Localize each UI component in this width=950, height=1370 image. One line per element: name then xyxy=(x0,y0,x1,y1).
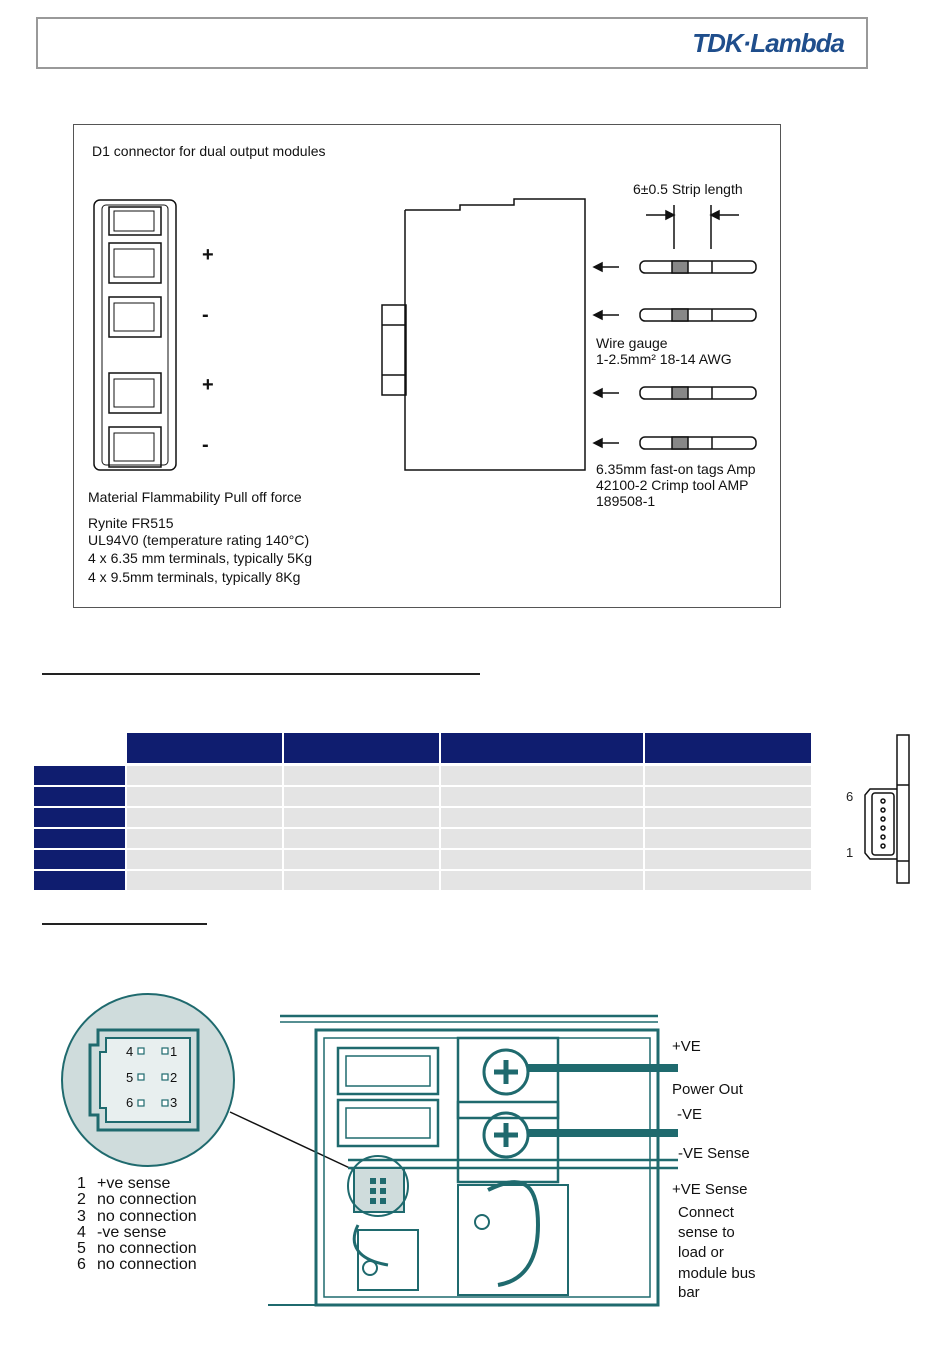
positive-sense-label: +VE Sense xyxy=(672,1181,748,1198)
table-header-cell xyxy=(284,733,439,763)
sense-note-line: sense to xyxy=(678,1224,735,1241)
table-row-header xyxy=(34,787,125,806)
molex-connector-drawing xyxy=(864,734,910,884)
remote-sense-drawing xyxy=(61,993,678,1307)
table-cell xyxy=(441,829,643,848)
table-cell xyxy=(127,766,282,785)
table-cell xyxy=(284,808,439,827)
sense-note-line: Connect xyxy=(678,1204,734,1221)
table-cell xyxy=(645,829,811,848)
table-row-header xyxy=(34,871,125,890)
sense-note-line: module bus xyxy=(678,1265,756,1282)
brand-logo: TDK·Lambda xyxy=(692,28,845,58)
table-cell xyxy=(284,787,439,806)
strip-length-label: 6±0.5 Strip length xyxy=(633,181,743,197)
polarity-label: + xyxy=(202,244,214,266)
material-heading: Material Flammability Pull off force xyxy=(88,489,302,505)
connector-pin-number: 1 xyxy=(170,1044,178,1059)
crimp-tool-part: 189508-1 xyxy=(596,493,656,509)
table-cell xyxy=(284,871,439,890)
section-heading-rule xyxy=(42,923,207,925)
table-header-cell xyxy=(645,733,811,763)
sense-note-line: bar xyxy=(678,1284,700,1301)
power-out-label: Power Out xyxy=(672,1081,743,1098)
pin-number: 3 xyxy=(77,1208,86,1225)
connector-figure: D1 connector for dual output modules + -… xyxy=(73,124,781,608)
table-cell xyxy=(645,871,811,890)
connector-drawing xyxy=(93,198,757,471)
table-cell xyxy=(441,808,643,827)
table-cell xyxy=(127,829,282,848)
pin-list-item: 5 no connection xyxy=(77,1240,197,1257)
wire-gauge-value: 1-2.5mm² 18-14 AWG xyxy=(596,351,732,367)
table-row-header xyxy=(34,829,125,848)
page-header: TDK·Lambda xyxy=(36,17,868,69)
pin-description: +ve sense xyxy=(97,1175,171,1192)
table-cell xyxy=(284,829,439,848)
table-cell xyxy=(441,871,643,890)
pin-number: 1 xyxy=(77,1175,86,1192)
table-cell xyxy=(645,808,811,827)
wire-gauge-label: Wire gauge xyxy=(596,335,668,351)
table-header-cell xyxy=(441,733,643,763)
pin-number: 6 xyxy=(77,1256,86,1273)
table-cell xyxy=(441,787,643,806)
table-cell xyxy=(284,850,439,869)
section-heading-rule xyxy=(42,673,480,675)
pin-list-item: 6 no connection xyxy=(77,1256,197,1273)
pin-list-item: 3 no connection xyxy=(77,1208,197,1225)
material-line: 4 x 9.5mm terminals, typically 8Kg xyxy=(88,569,301,585)
pin-list-item: 2 no connection xyxy=(77,1191,197,1208)
connector-pin-number: 2 xyxy=(170,1070,178,1085)
table-cell xyxy=(127,787,282,806)
pin-description: no connection xyxy=(97,1208,197,1225)
table-cell xyxy=(284,766,439,785)
table-cell xyxy=(127,808,282,827)
crimp-tool-label: 42100-2 Crimp tool AMP xyxy=(596,477,749,493)
connector-pin-number: 3 xyxy=(170,1095,178,1110)
table-cell xyxy=(645,766,811,785)
pin-number: 4 xyxy=(77,1224,86,1241)
connector-figure-title: D1 connector for dual output modules xyxy=(92,143,326,159)
material-line: 4 x 6.35 mm terminals, typically 5Kg xyxy=(88,550,313,566)
table-row-header xyxy=(34,766,125,785)
positive-output-label: +VE xyxy=(672,1038,701,1055)
fast-on-tags-label: 6.35mm fast-on tags Amp xyxy=(596,461,756,477)
pin-description: -ve sense xyxy=(97,1224,167,1241)
table-row-header xyxy=(34,808,125,827)
pin-list-item: 4 -ve sense xyxy=(77,1224,166,1241)
table-row-header xyxy=(34,850,125,869)
table-cell xyxy=(645,787,811,806)
table-cell xyxy=(441,766,643,785)
pin-description: no connection xyxy=(97,1191,197,1208)
connector-pin-number: 4 xyxy=(126,1044,134,1059)
pin-number: 5 xyxy=(77,1240,86,1257)
polarity-label: - xyxy=(202,434,209,456)
table-header-cell xyxy=(127,733,282,763)
pin-description: no connection xyxy=(97,1240,197,1257)
table-cell xyxy=(127,850,282,869)
polarity-label: - xyxy=(202,304,209,326)
material-line: Rynite FR515 xyxy=(88,515,174,531)
connector-pin-number: 6 xyxy=(126,1095,134,1110)
pin-description: no connection xyxy=(97,1256,197,1273)
molex-pin-label-top: 6 xyxy=(846,789,854,804)
polarity-label: + xyxy=(202,374,214,396)
table-cell xyxy=(127,871,282,890)
connector-pin-number: 5 xyxy=(126,1070,134,1085)
negative-sense-label: -VE Sense xyxy=(678,1145,750,1162)
pin-list-item: 1 +ve sense xyxy=(77,1175,170,1192)
table-cell xyxy=(645,850,811,869)
negative-output-label: -VE xyxy=(677,1106,703,1123)
material-line: UL94V0 (temperature rating 140°C) xyxy=(88,532,310,548)
molex-pin-label-bottom: 1 xyxy=(846,845,854,860)
table-cell xyxy=(441,850,643,869)
pin-number: 2 xyxy=(77,1191,86,1208)
sense-note-line: load or xyxy=(678,1244,724,1261)
